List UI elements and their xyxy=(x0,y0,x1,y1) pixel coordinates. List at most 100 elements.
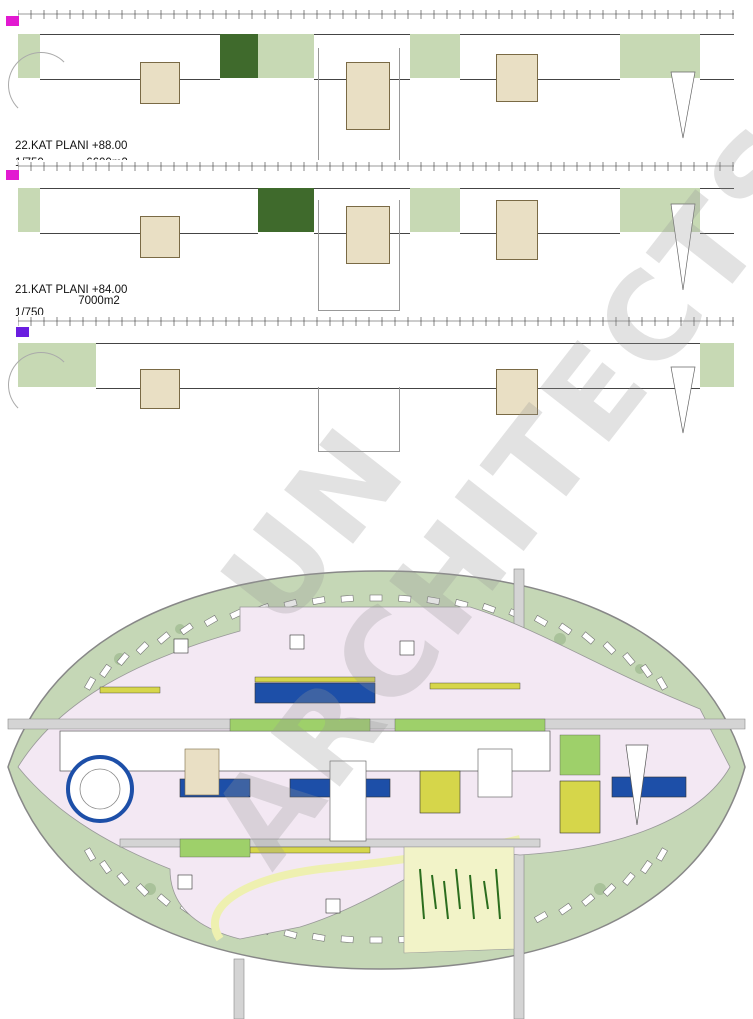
dimension-ticks-top xyxy=(18,10,734,19)
plaza-line xyxy=(455,868,461,910)
parking-stall xyxy=(99,860,112,875)
floor-area: 7000m2 xyxy=(78,295,120,307)
parking-stall xyxy=(116,652,130,667)
elevator-core xyxy=(140,62,180,104)
spire xyxy=(625,744,649,826)
plaza-line xyxy=(443,880,449,920)
garden-area xyxy=(620,34,700,78)
central-building xyxy=(59,730,551,772)
parking-stall xyxy=(179,622,194,636)
elevator-core xyxy=(496,200,538,260)
office-band-right xyxy=(700,188,734,234)
parking-stall xyxy=(655,847,668,862)
parking-stall xyxy=(203,614,219,627)
parking-stall xyxy=(340,594,354,603)
parking-stall xyxy=(311,596,326,605)
parking-stall xyxy=(84,847,97,862)
parking-stall xyxy=(99,663,112,678)
parking-stall xyxy=(369,936,383,944)
floor-color-swatch xyxy=(16,327,29,337)
plaza-line xyxy=(431,874,437,910)
pavilion xyxy=(173,638,189,654)
parking-stall xyxy=(135,883,150,897)
pavilion xyxy=(177,874,193,890)
parking-stall xyxy=(581,893,596,907)
pavilion xyxy=(325,898,341,914)
office-band-right xyxy=(700,34,734,80)
garden-area xyxy=(410,34,460,78)
floor-plan-21 xyxy=(16,315,734,455)
main-road xyxy=(7,718,746,730)
plaza-line xyxy=(469,874,475,920)
elevator-core xyxy=(346,62,390,130)
tower-core xyxy=(477,748,513,798)
garden-area-left xyxy=(18,188,40,232)
tower-outline xyxy=(318,200,400,311)
parking-stall xyxy=(156,893,171,907)
pavilion xyxy=(399,640,415,656)
atrium-garden xyxy=(220,34,258,78)
parking-stall xyxy=(156,631,171,645)
parking-stall xyxy=(481,603,496,614)
elevator-core xyxy=(496,369,538,415)
elevator-core xyxy=(346,206,390,264)
floor-color-swatch xyxy=(6,16,19,26)
plaza-lines xyxy=(419,868,501,920)
parking-stall xyxy=(340,935,354,944)
parking-stall xyxy=(558,902,573,916)
parking-stall xyxy=(640,860,653,875)
pavilion xyxy=(289,634,305,650)
parking-stall xyxy=(116,871,130,886)
garden-area xyxy=(258,34,314,78)
curve-outline xyxy=(8,52,74,118)
amphitheater-inner xyxy=(79,768,121,810)
elevator-core xyxy=(496,54,538,102)
yellow-bar xyxy=(429,682,521,690)
parking-stall xyxy=(311,933,326,942)
office-band xyxy=(460,34,620,80)
yellow-bar xyxy=(249,846,371,854)
lawn-square xyxy=(559,734,601,776)
tower-core xyxy=(184,748,220,796)
plaza-line xyxy=(483,880,489,910)
floor-color-swatch xyxy=(6,170,19,180)
parking-stall xyxy=(135,641,150,655)
pool xyxy=(254,682,376,704)
office-band xyxy=(460,188,620,234)
garden-area xyxy=(410,188,460,232)
parking-stall xyxy=(426,596,441,605)
yellow-block xyxy=(559,780,601,834)
parking-stall xyxy=(602,641,617,655)
parking-stall xyxy=(533,911,549,924)
parking-stall xyxy=(581,631,596,645)
floor-title-block: 21.KAT PLANI +84.00 1/750 7000m2 xyxy=(15,284,128,319)
parking-stall xyxy=(283,929,298,939)
lawn-strip xyxy=(394,718,546,732)
lawn-strip xyxy=(229,718,371,732)
curve-outline xyxy=(8,352,74,418)
parking-stall xyxy=(84,676,97,691)
floor-plan-23 xyxy=(6,8,734,161)
parking-stall xyxy=(398,594,412,603)
plaza-line xyxy=(495,868,501,920)
tower-outline xyxy=(318,387,400,452)
plaza-line xyxy=(419,868,425,920)
elevator-core xyxy=(140,369,180,409)
spire xyxy=(670,366,696,434)
tower-core xyxy=(329,760,367,842)
pool xyxy=(611,776,687,798)
floor-title: 21.KAT PLANI +84.00 xyxy=(15,284,128,296)
parking-stall xyxy=(369,594,383,602)
spire xyxy=(670,71,696,139)
floor-plan-22 xyxy=(6,160,734,311)
spire xyxy=(670,203,696,291)
atrium-garden xyxy=(258,188,314,232)
parking-stall xyxy=(655,676,668,691)
dimension-ticks-top xyxy=(18,317,734,326)
parking-stall xyxy=(533,614,549,627)
tower-outline xyxy=(318,48,400,161)
parking-stall xyxy=(640,663,653,678)
amphitheater xyxy=(66,755,134,823)
yellow-bar xyxy=(254,676,376,683)
parking-stall xyxy=(558,622,573,636)
